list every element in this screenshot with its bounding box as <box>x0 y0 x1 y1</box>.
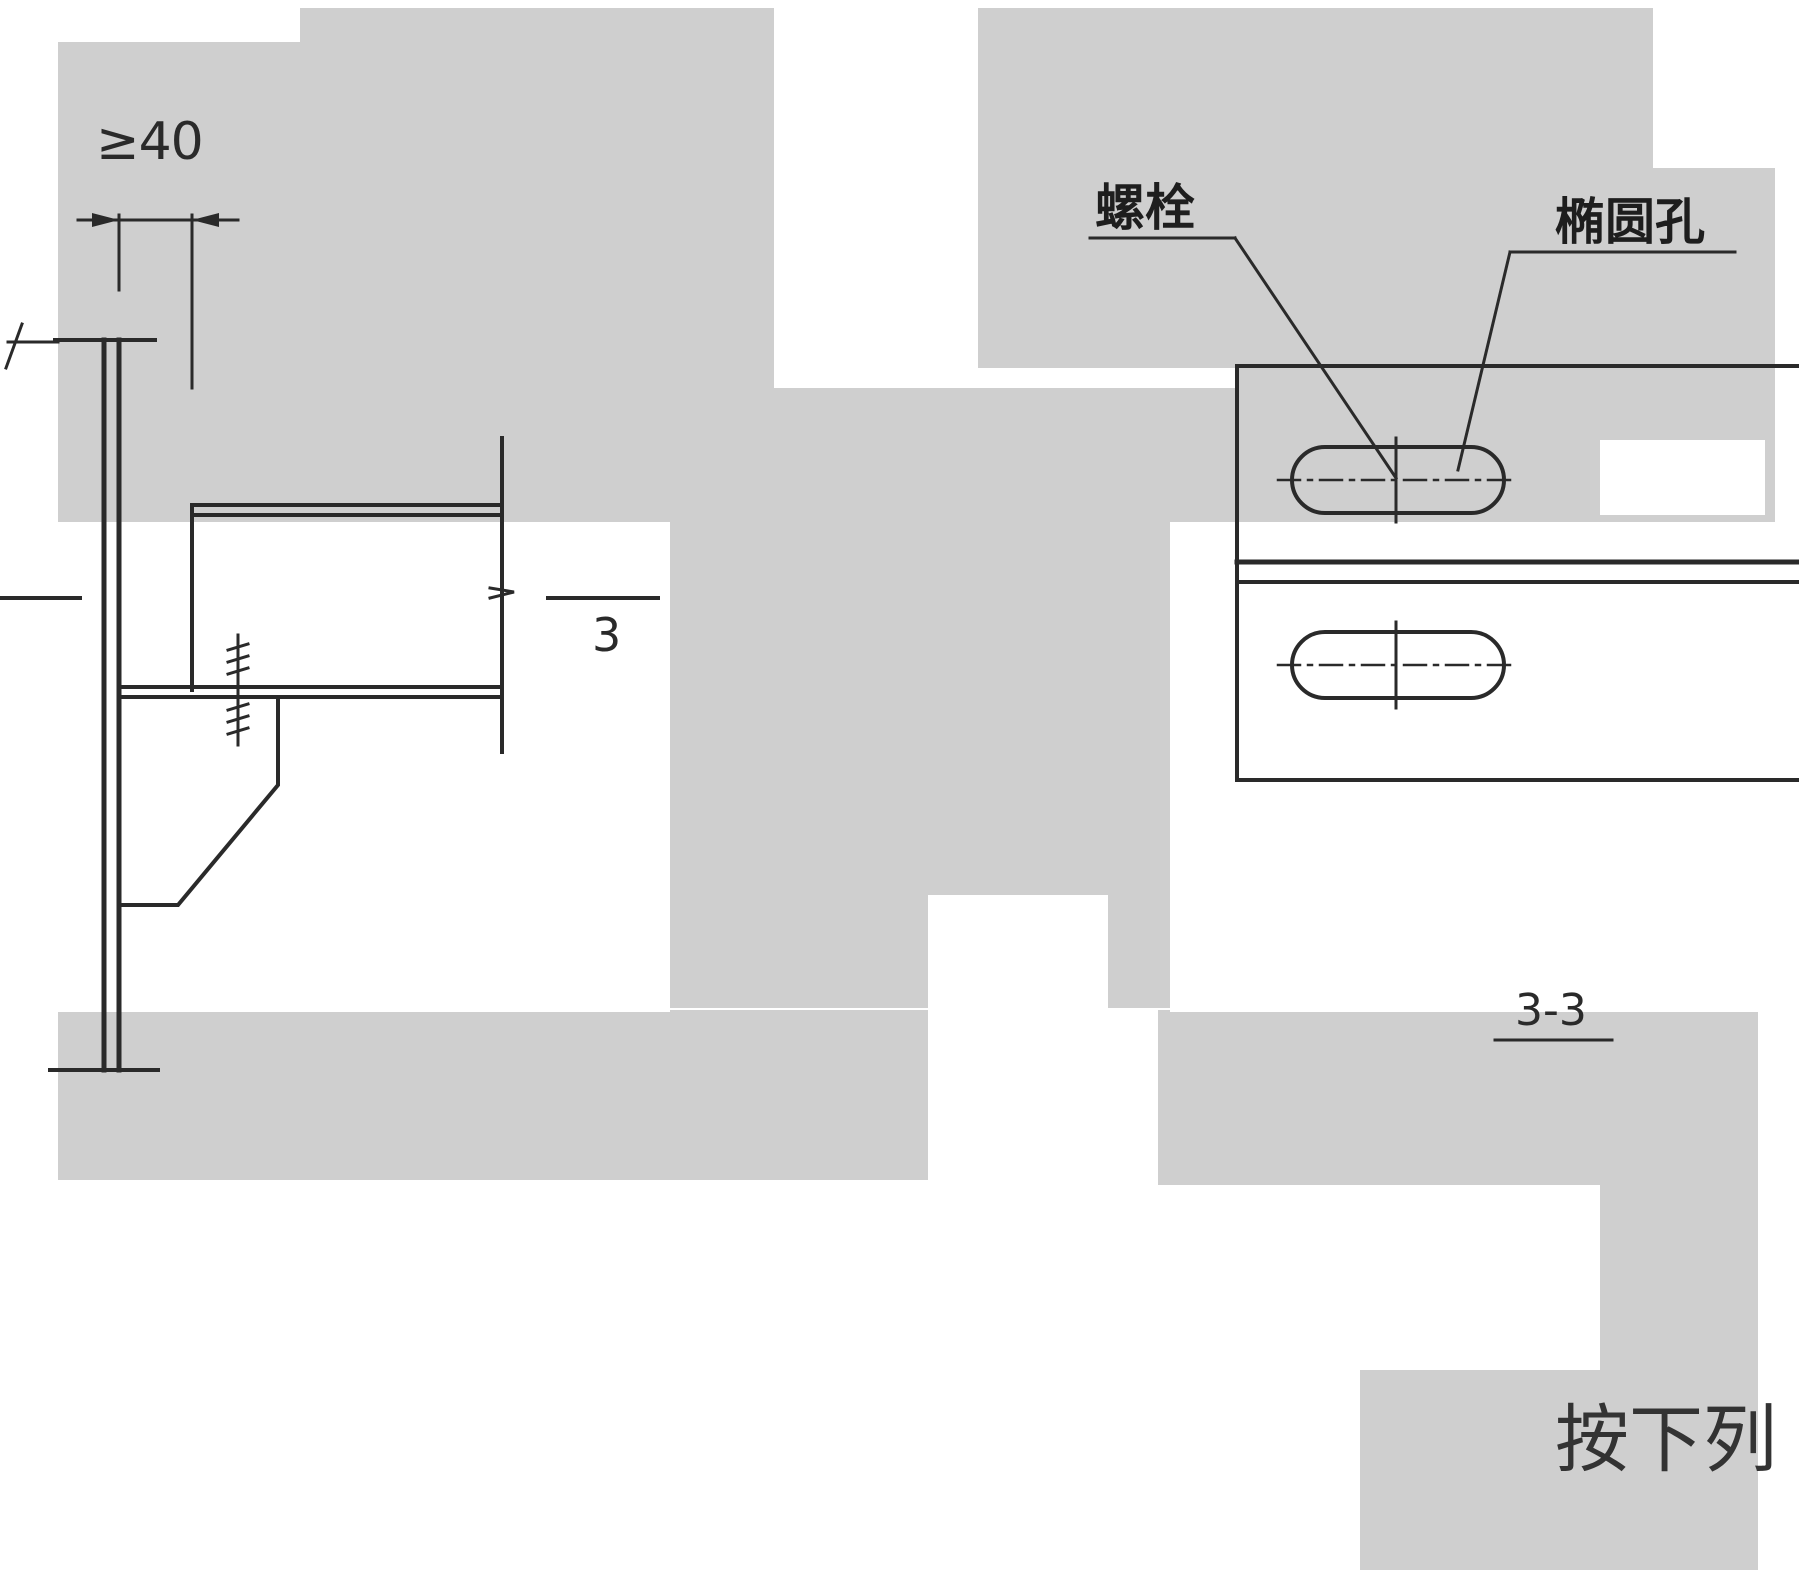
drawing-panel-right <box>1170 522 1799 1012</box>
column-web <box>101 337 122 1073</box>
oval-hole-label: 椭圆孔 <box>1555 193 1705 251</box>
dimension-label: ≥40 <box>96 112 204 172</box>
drawing-panel-right-slot <box>1600 440 1765 515</box>
bolt-label: 螺栓 <box>1095 179 1195 237</box>
oval-hole-upper <box>1276 436 1520 524</box>
break-mark-left <box>4 322 24 370</box>
seat-bracket <box>117 695 280 907</box>
plate-outline <box>1234 364 1799 782</box>
section-title: 3-3 <box>1515 985 1587 1036</box>
weld-marks <box>226 633 250 747</box>
dimension-lines <box>76 213 240 390</box>
paper-patch-bottom-left <box>58 1010 928 1180</box>
section-mark: 3 <box>592 608 622 662</box>
paper-patch-footer <box>1360 1370 1758 1570</box>
leader-lines <box>1088 235 1737 481</box>
drawing-panel-left <box>0 522 670 1012</box>
paper-patch-bottom-right <box>1158 1010 1758 1185</box>
beam-section <box>117 436 515 754</box>
footer-text: 按下列 <box>1555 1397 1777 1483</box>
paper-patch-top-left-strip <box>300 8 774 48</box>
oval-hole-lower <box>1276 620 1520 710</box>
paper-patch-top-left <box>58 42 774 522</box>
paper-gap-middle <box>928 895 1108 1185</box>
